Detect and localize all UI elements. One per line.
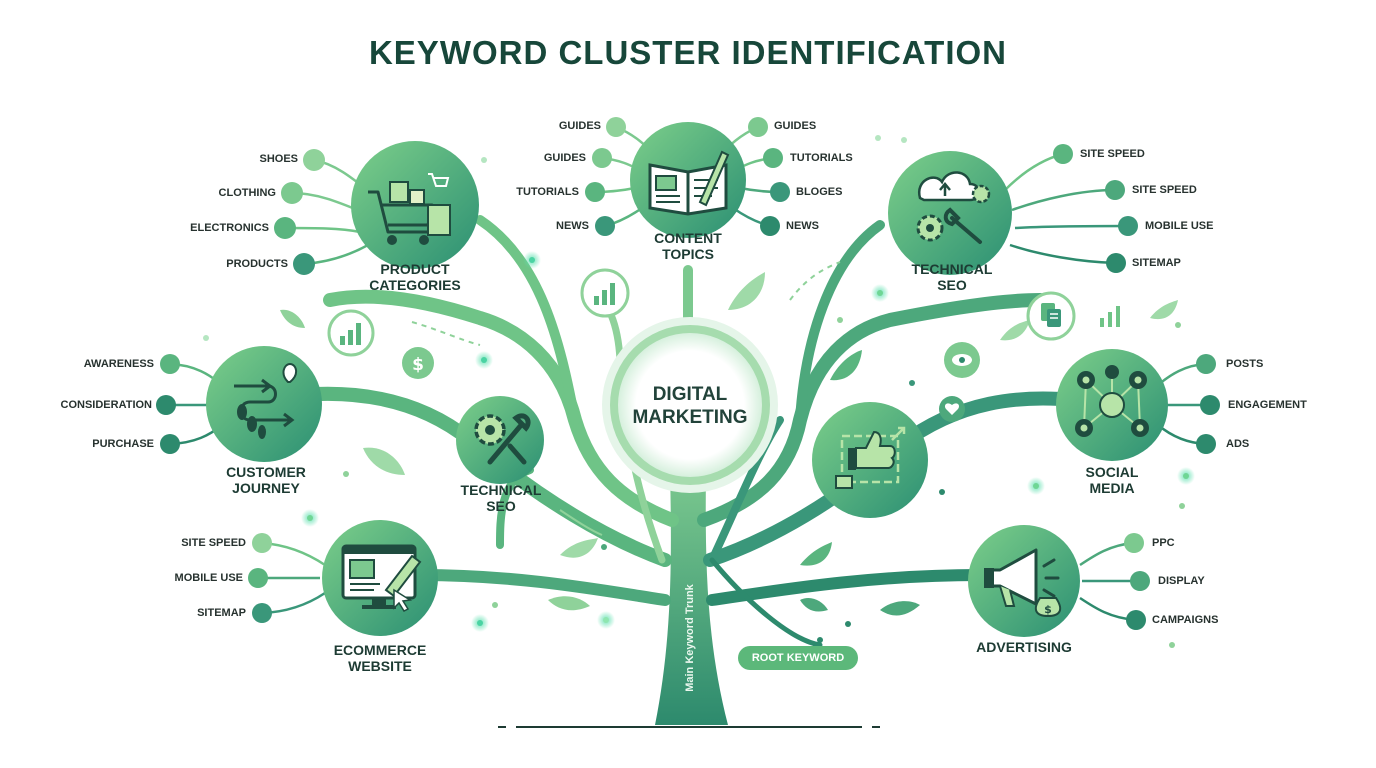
technical-seo-top-label: TECHNICAL SEO bbox=[872, 261, 1032, 293]
leaf-label: PURCHASE bbox=[92, 438, 154, 450]
advertising-label: ADVERTISING bbox=[944, 639, 1104, 655]
digital-marketing-center bbox=[602, 317, 778, 493]
technical-seo-mid-line2: SEO bbox=[486, 498, 516, 514]
ecommerce-website-line2: WEBSITE bbox=[348, 658, 412, 674]
ecommerce-website-line1: ECOMMERCE bbox=[333, 642, 427, 658]
leaf-label: AWARENESS bbox=[83, 358, 154, 370]
customer-journey-label: CUSTOMER JOURNEY bbox=[186, 464, 346, 496]
leaf-label: PRODUCTS bbox=[226, 258, 288, 270]
leaf-label: CLOTHING bbox=[218, 187, 276, 199]
center-label: DIGITAL MARKETING bbox=[610, 383, 770, 429]
customer-journey-circle bbox=[206, 346, 322, 462]
advertising-line1: ADVERTISING bbox=[976, 639, 1072, 655]
advertising-circle: $ bbox=[968, 525, 1080, 637]
bar-chart-bubble-left bbox=[327, 309, 375, 357]
leaf-label: GUIDES bbox=[543, 152, 586, 164]
engagement-circle bbox=[812, 402, 928, 518]
leaf-label: ADS bbox=[1226, 438, 1250, 450]
bar-chart-bubble-center bbox=[580, 268, 630, 318]
leaf-label: MOBILE USE bbox=[174, 572, 243, 584]
technical-seo-mid-label: TECHNICAL SEO bbox=[421, 482, 581, 514]
product-categories-circle bbox=[351, 141, 479, 269]
dollar-icon: $ bbox=[402, 347, 434, 379]
technical-seo-mid-line1: TECHNICAL bbox=[460, 482, 542, 498]
center-label-line1: DIGITAL bbox=[652, 384, 728, 405]
content-topics-line1: CONTENT bbox=[654, 230, 722, 246]
leaf-label: SITE SPEED bbox=[181, 537, 246, 549]
leaf-label: PPC bbox=[1152, 537, 1175, 549]
ecommerce-website-label: ECOMMERCE WEBSITE bbox=[300, 642, 460, 674]
page-title: KEYWORD CLUSTER IDENTIFICATION bbox=[368, 34, 1008, 71]
decorative-leaves bbox=[280, 272, 1178, 616]
trunk-label: Main Keyword Trunk bbox=[684, 584, 696, 692]
technical-seo-top-circle bbox=[888, 151, 1012, 275]
content-topics-circle bbox=[630, 122, 746, 238]
mini-bar-chart-icon bbox=[1100, 306, 1120, 327]
eye-icon bbox=[944, 342, 980, 378]
leaf-label: POSTS bbox=[1226, 358, 1264, 370]
heart-icon bbox=[939, 396, 965, 422]
social-media-circle bbox=[1056, 349, 1168, 461]
product-categories-line1: PRODUCT bbox=[380, 261, 450, 277]
leaf-label: GUIDES bbox=[558, 120, 601, 132]
leaf-label: DISPLAY bbox=[1158, 575, 1205, 587]
leaf-label: TUTORIALS bbox=[516, 186, 579, 198]
leaf-label: NEWS bbox=[556, 220, 589, 232]
leaf-label: SHOES bbox=[259, 153, 298, 165]
leaf-dots bbox=[156, 117, 1220, 630]
leaf-label: GUIDES bbox=[774, 120, 817, 132]
social-media-line2: MEDIA bbox=[1089, 480, 1135, 496]
document-bubble-icon bbox=[1026, 291, 1076, 341]
leaf-label: SITE SPEED bbox=[1080, 148, 1145, 160]
technical-seo-top-line2: SEO bbox=[937, 277, 967, 293]
leaf-label: SITEMAP bbox=[197, 607, 246, 619]
leaf-label: CONSIDERATION bbox=[60, 399, 152, 411]
leaf-label: ELECTRONICS bbox=[190, 222, 269, 234]
svg-text:$: $ bbox=[412, 355, 424, 375]
glow-dots bbox=[203, 135, 1195, 648]
center-label-line2: MARKETING bbox=[632, 407, 748, 428]
social-media-line1: SOCIAL bbox=[1085, 464, 1139, 480]
svg-text:$: $ bbox=[1044, 603, 1052, 616]
leaf-label: ENGAGEMENT bbox=[1228, 399, 1307, 411]
social-media-label: SOCIAL MEDIA bbox=[1032, 464, 1192, 496]
customer-journey-line2: JOURNEY bbox=[232, 480, 300, 496]
leaf-label: SITEMAP bbox=[1132, 257, 1181, 269]
leaf-label: SITE SPEED bbox=[1132, 184, 1197, 196]
leaf-label: CAMPAIGNS bbox=[1152, 614, 1219, 626]
content-topics-line2: TOPICS bbox=[662, 246, 714, 262]
leaf-label: TUTORIALS bbox=[790, 152, 853, 164]
root-keyword-badge: ROOT KEYWORD bbox=[738, 646, 858, 670]
technical-seo-mid-circle bbox=[456, 396, 544, 484]
product-categories-line2: CATEGORIES bbox=[369, 277, 461, 293]
technical-seo-top-line1: TECHNICAL bbox=[911, 261, 993, 277]
leaf-label: NEWS bbox=[786, 220, 819, 232]
leaf-label: MOBILE USE bbox=[1145, 220, 1214, 232]
ecommerce-website-circle bbox=[322, 520, 438, 636]
content-topics-label: CONTENT TOPICS bbox=[608, 230, 768, 262]
leaf-label: BLOGES bbox=[796, 186, 843, 198]
customer-journey-line1: CUSTOMER bbox=[226, 464, 306, 480]
product-categories-label: PRODUCT CATEGORIES bbox=[335, 261, 495, 293]
